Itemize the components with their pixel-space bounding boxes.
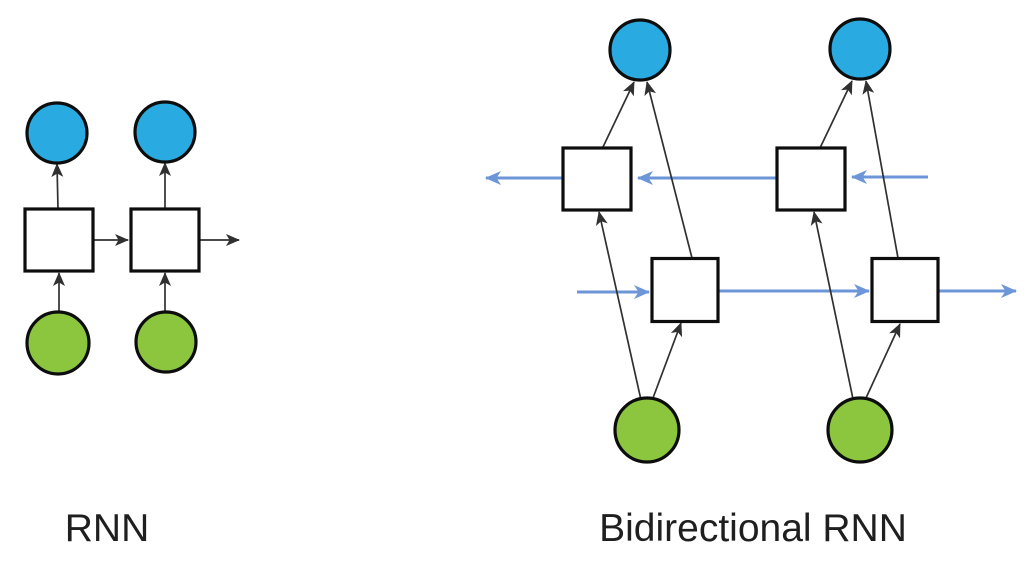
bidirectional-rnn-diagram [485,17,1017,464]
birnn-backward-hidden-1-node [561,146,633,212]
bidirectional-rnn-caption: Bidirectional RNN [599,507,907,550]
rnn-diagram [23,100,240,376]
rnn-hidden-2-node [129,207,201,273]
birnn-input-1-node [613,396,681,464]
birnn-input2-to-forward2-arrow [865,323,901,399]
birnn-forward-hidden-1-node [650,256,720,324]
birnn-input2-to-backward2-arrow [810,211,854,400]
rnn-output-2-node [133,100,197,164]
rnn-input-2-node [134,310,198,374]
birnn-backward1-to-output1-arrow [602,81,635,148]
rnn-caption: RNN [65,507,150,550]
birnn-input1-to-forward1-arrow [652,322,683,399]
birnn-input1-to-backward1-arrow [595,211,642,401]
birnn-forward1-to-output1-arrow [644,81,693,259]
birnn-forward-hidden-2-node [870,256,940,324]
birnn-backward-hidden-2-node [775,146,847,212]
birnn-input-2-node [826,396,894,464]
rnn-output-1-node [25,101,89,165]
rnn-input-1-node [25,310,91,376]
rnn-hidden-1-node [23,207,95,273]
rnn-hidden1-to-output1-arrow [51,163,64,210]
birnn-forward2-to-output2-arrow [862,80,899,259]
birnn-output-1-node [608,18,672,82]
birnn-backward2-to-output2-arrow [819,80,853,149]
birnn-output-2-node [828,17,892,81]
